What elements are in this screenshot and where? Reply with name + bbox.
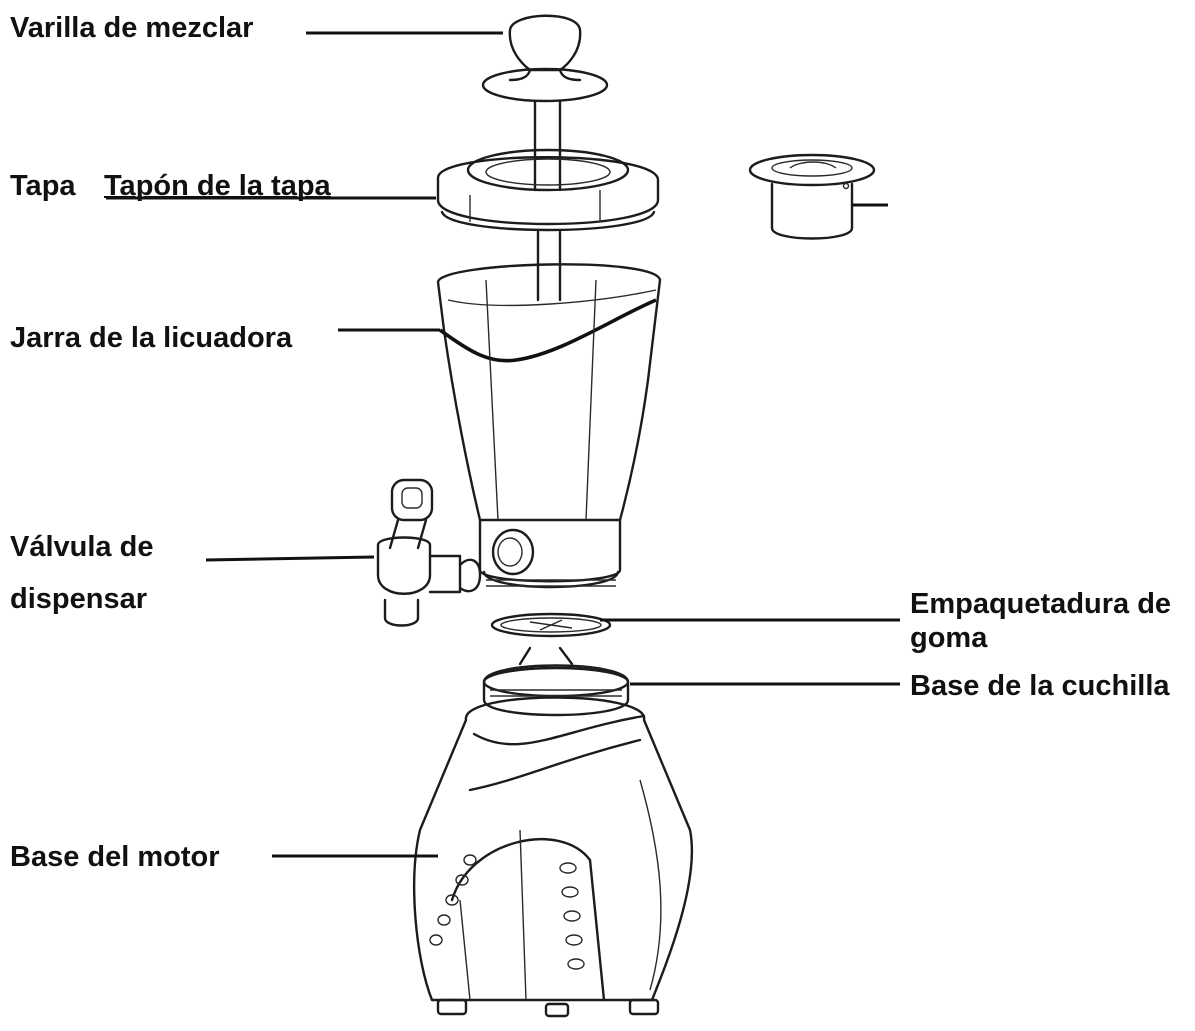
label-dispensing-valve-line1: Válvula de [10, 531, 154, 563]
leader-lines [106, 31, 900, 858]
lid [436, 148, 660, 232]
motor-base [413, 696, 694, 1018]
label-mixing-rod: Varilla de mezclar [10, 12, 254, 44]
label-blade-base: Base de la cuchilla [910, 670, 1170, 702]
mixing-rod [481, 14, 609, 302]
label-blender-jar: Jarra de la licuadora [10, 322, 293, 354]
label-rubber-gasket-line1: Empaquetadura de [910, 588, 1172, 620]
rubber-gasket [490, 612, 612, 638]
label-motor-base: Base del motor [10, 841, 220, 873]
lid-cap-part [748, 153, 876, 240]
label-lid: Tapa [10, 170, 76, 202]
blade-base [482, 646, 630, 717]
label-dispensing-valve-line2: dispensar [10, 583, 147, 615]
dispensing-valve [376, 478, 482, 627]
blender-jar [436, 263, 662, 589]
leader-dispensing-valve [205, 555, 375, 562]
label-lid-cap: Tapón de la tapa [104, 170, 331, 202]
label-rubber-gasket-line2: goma [910, 622, 988, 654]
